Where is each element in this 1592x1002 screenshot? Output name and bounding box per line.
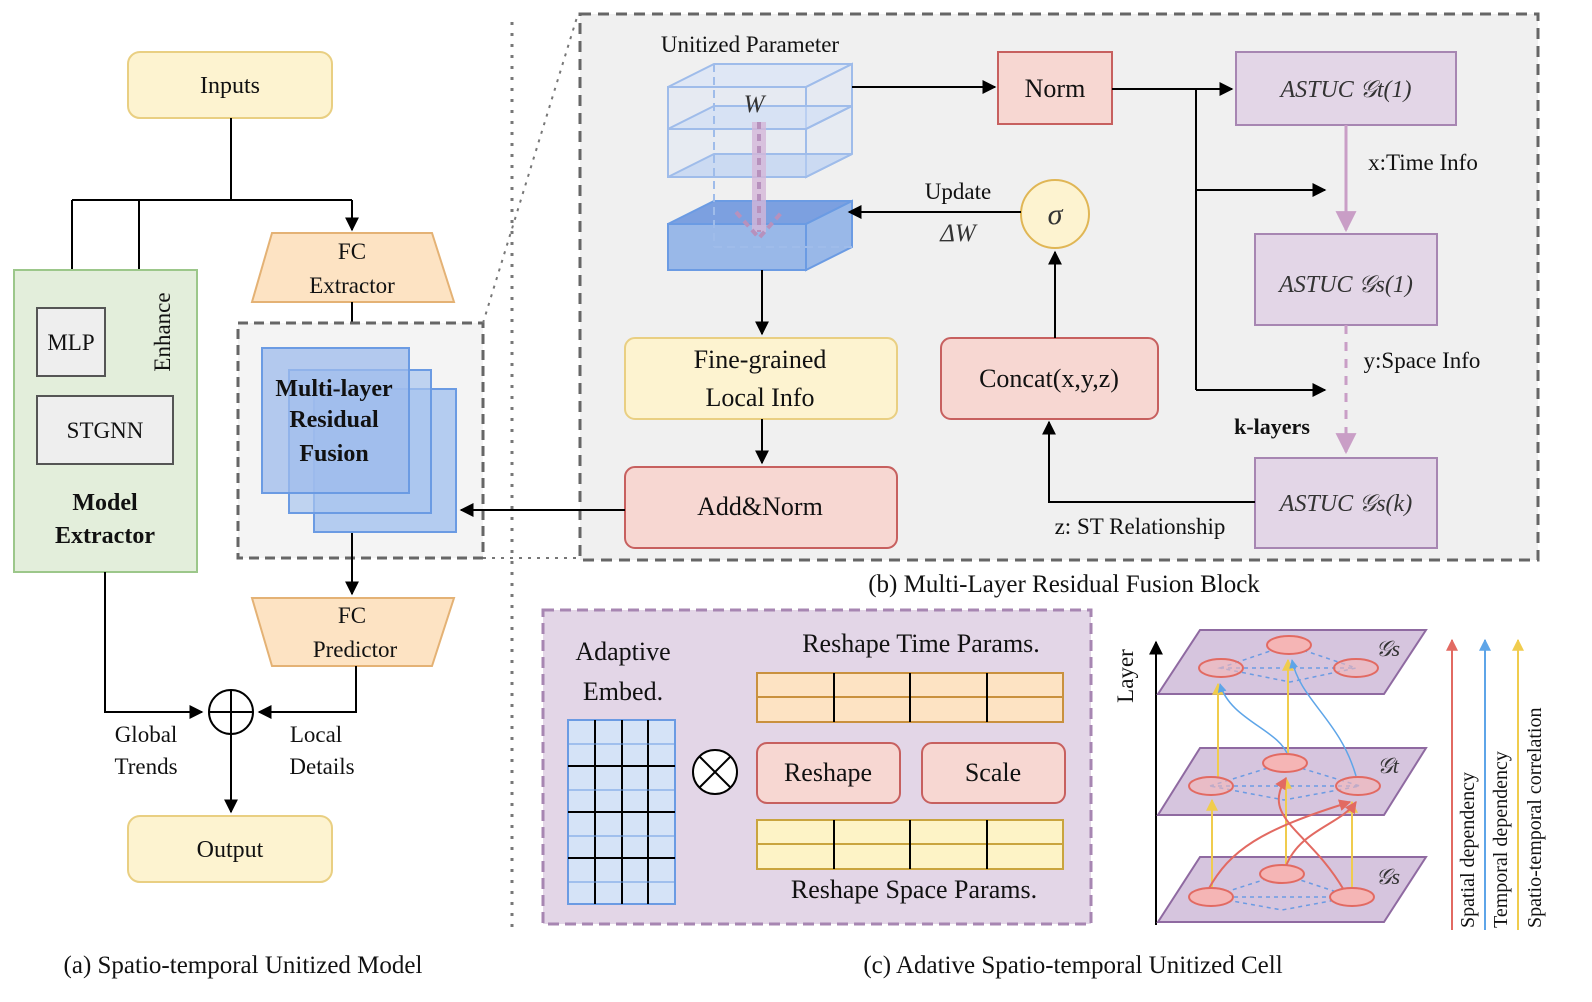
plane-gs-top-label: 𝒢s	[1376, 636, 1400, 661]
astuc-t1-box	[1235, 51, 1457, 126]
time-params-grid	[756, 672, 1064, 723]
fc-predictor-label-1: FC	[338, 603, 366, 628]
reshape-label: Reshape	[784, 758, 872, 787]
reshape-time-label: Reshape Time Params.	[802, 629, 1040, 658]
reshape-box	[756, 742, 901, 804]
st-relationship-label: z: ST Relationship	[1055, 514, 1226, 539]
sigma-label: σ	[1048, 198, 1064, 231]
fine-grained-label-1: Fine-grained	[694, 345, 827, 374]
fc-extractor-label-1: FC	[338, 239, 366, 264]
graph-nodes	[1188, 635, 1381, 907]
add-norm-label: Add&Norm	[697, 492, 823, 521]
adaptive-embed-label-2: Embed.	[583, 677, 663, 706]
panel-b: Unitized Parameter W Norm	[459, 12, 1540, 598]
legend-spatial-label: Spatial dependency	[1457, 772, 1479, 928]
astuc-t1-label: ASTUC 𝒢t(1)	[1278, 77, 1411, 103]
norm-label: Norm	[1025, 74, 1086, 103]
unitized-parameter-label: Unitized Parameter	[661, 32, 840, 57]
fusion-layer-front	[261, 347, 410, 494]
w-label: W	[744, 91, 767, 118]
global-trends-label-2: Trends	[114, 754, 177, 779]
fc-predictor-shape	[250, 597, 456, 667]
delta-w-label: ΔW	[939, 220, 978, 247]
panel-c: Adaptive Embed. Reshape Time Params. Res…	[541, 608, 1546, 979]
time-info-label: x:Time Info	[1368, 150, 1478, 175]
output-box	[127, 815, 333, 883]
concat-label: Concat(x,y,z)	[979, 364, 1119, 393]
output-label: Output	[197, 837, 264, 863]
astuc-s1-label: ASTUC 𝒢s(1)	[1277, 272, 1413, 298]
adaptive-embed-grid	[567, 719, 676, 905]
concat-box	[940, 337, 1159, 420]
model-extractor-label-2: Extractor	[55, 523, 155, 549]
plane-gt-mid-label: 𝒢t	[1377, 753, 1400, 778]
model-extractor-label-1: Model	[72, 490, 138, 516]
space-info-label: y:Space Info	[1364, 348, 1481, 373]
scale-label: Scale	[965, 758, 1021, 787]
sigma-circle	[1020, 179, 1090, 249]
fc-extractor-shape	[250, 232, 456, 303]
enhance-label: Enhance	[150, 292, 175, 371]
fc-extractor-label-2: Extractor	[309, 273, 395, 298]
space-params-grid	[756, 819, 1064, 870]
unitized-parameter-cube	[667, 62, 853, 272]
update-label: Update	[925, 179, 991, 204]
caption-c: (c) Adative Spatio-temporal Unitized Cel…	[863, 952, 1282, 979]
caption-a: (a) Spatio-temporal Unitized Model	[64, 952, 423, 979]
local-details-label-1: Local	[290, 722, 342, 747]
fusion-label-1: Multi-layer	[275, 376, 393, 402]
stgnn-label: STGNN	[67, 418, 144, 443]
scale-box	[921, 742, 1066, 804]
inputs-label: Inputs	[200, 73, 260, 99]
astuc-s1-box	[1254, 233, 1438, 326]
legend-temporal-label: Temporal dependency	[1490, 751, 1512, 928]
adaptive-embed-label-1: Adaptive	[575, 637, 670, 666]
layer-axis-label: Layer	[1113, 649, 1138, 703]
fc-predictor-label-2: Predictor	[313, 637, 398, 662]
norm-box	[997, 51, 1113, 125]
fine-grained-label-2: Local Info	[705, 383, 814, 412]
add-norm-box	[624, 466, 898, 549]
mlp-box	[36, 307, 106, 377]
k-layers-label: k-layers	[1234, 414, 1310, 439]
fusion-label-3: Fusion	[299, 441, 368, 467]
stgnn-box	[36, 395, 174, 465]
caption-b: (b) Multi-Layer Residual Fusion Block	[868, 571, 1260, 598]
plane-gs-bottom-label: 𝒢s	[1376, 864, 1400, 889]
fusion-label-2: Residual	[289, 407, 379, 433]
local-details-label-2: Details	[289, 754, 354, 779]
panel-a: Inputs MLP STGNN Enhance Model Extractor…	[13, 51, 485, 979]
legend-st-label: Spatio-temporal correlation	[1524, 708, 1546, 928]
astuc-sk-box	[1254, 457, 1438, 549]
plane-gt-mid	[1156, 747, 1428, 816]
global-trends-label-1: Global	[115, 722, 178, 747]
astuc-sk-label: ASTUC 𝒢s(k)	[1278, 491, 1412, 517]
mlp-label: MLP	[47, 330, 94, 355]
reshape-space-label: Reshape Space Params.	[791, 875, 1037, 904]
